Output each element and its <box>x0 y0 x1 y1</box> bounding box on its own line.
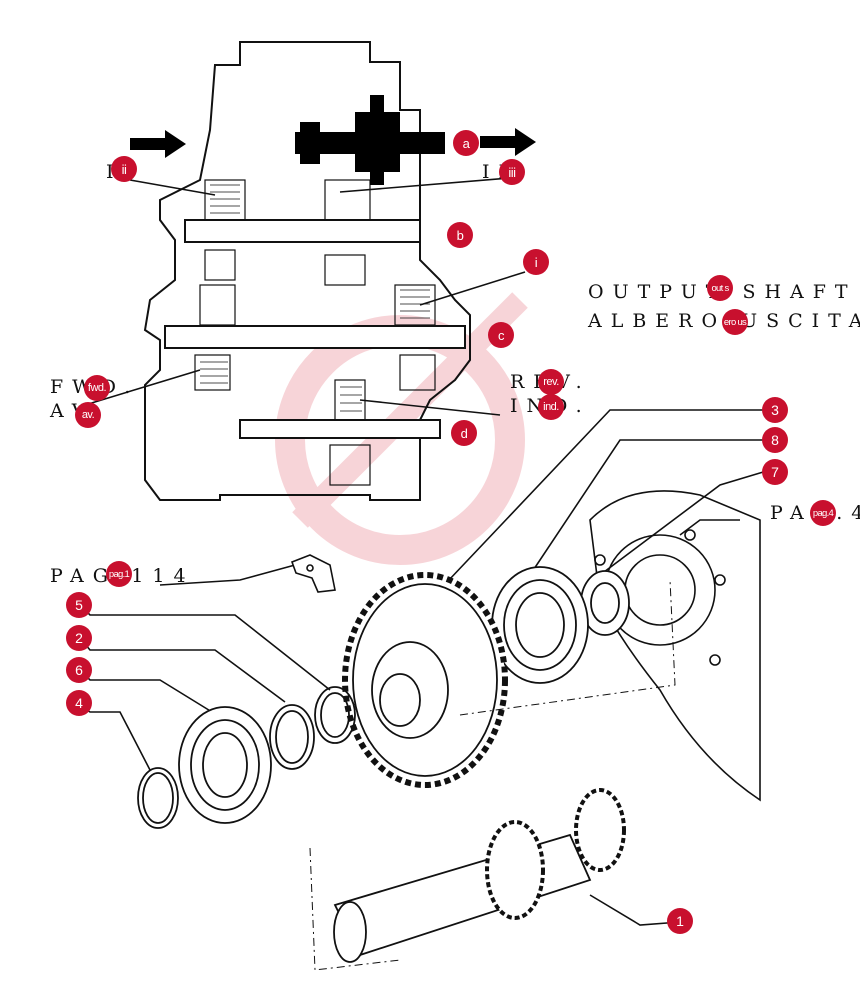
shaft-part-1 <box>333 788 626 963</box>
gear-part-3 <box>342 572 508 788</box>
assembly-axis-lines <box>309 579 676 971</box>
seal-ring-part-7 <box>580 570 630 636</box>
bearing-part-8 <box>491 566 589 684</box>
callout-part-8: 8 <box>762 427 788 453</box>
badge-fwd: fwd. <box>84 375 110 401</box>
badge-c: c <box>488 322 514 348</box>
callout-part-5: 5 <box>66 592 92 618</box>
badge-b: b <box>447 222 473 248</box>
badge-pag-4: pag.4 <box>810 500 836 526</box>
housing-cover <box>589 490 761 802</box>
callout-part-7: 7 <box>762 459 788 485</box>
output-shaft-highlight <box>295 95 445 185</box>
badge-av: av. <box>75 402 101 428</box>
bracket-part <box>290 554 336 593</box>
callout-part-6: 6 <box>66 657 92 683</box>
badge-rev: rev. <box>538 369 564 395</box>
badge-out-s: out s <box>707 275 733 301</box>
badge-a: a <box>453 130 479 156</box>
callout-part-3: 3 <box>762 397 788 423</box>
bearing-part-6 <box>178 706 272 824</box>
flow-arrows <box>130 128 536 158</box>
callout-part-2: 2 <box>66 625 92 651</box>
badge-iii: iii <box>499 159 525 185</box>
callout-part-4: 4 <box>66 690 92 716</box>
circlip-part-4 <box>137 767 179 829</box>
badge-ero-us: ero us <box>722 309 748 335</box>
badge-ind: ind. <box>538 394 564 420</box>
snap-ring-part-5 <box>314 686 356 744</box>
callout-part-1: 1 <box>667 908 693 934</box>
gearbox-cross-section <box>143 41 471 501</box>
badge-d: d <box>451 420 477 446</box>
badge-pag-114: pag.1 <box>106 561 132 587</box>
badge-i: i <box>523 249 549 275</box>
badge-ii: ii <box>111 156 137 182</box>
spacer-ring-part-2 <box>269 704 315 770</box>
